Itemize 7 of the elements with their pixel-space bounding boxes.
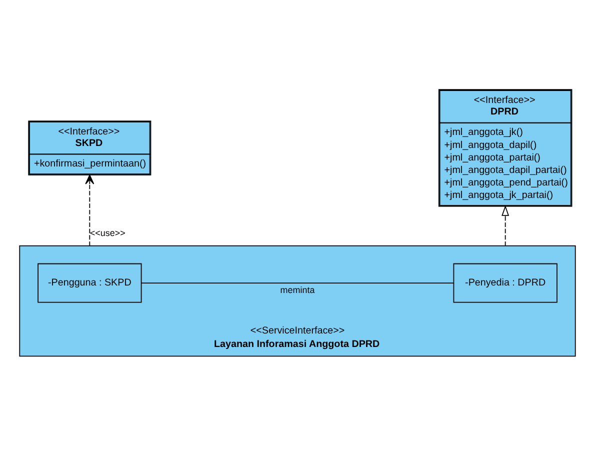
arrow [502, 204, 510, 246]
connector [141, 282, 454, 283]
edge-label: <<use>> [90, 227, 126, 238]
node-box: -Pengguna : SKPD [38, 262, 142, 302]
node-box: -Penyedia : DPRD [453, 262, 558, 302]
edge-label: meminta [280, 284, 315, 294]
arrow [85, 174, 94, 246]
